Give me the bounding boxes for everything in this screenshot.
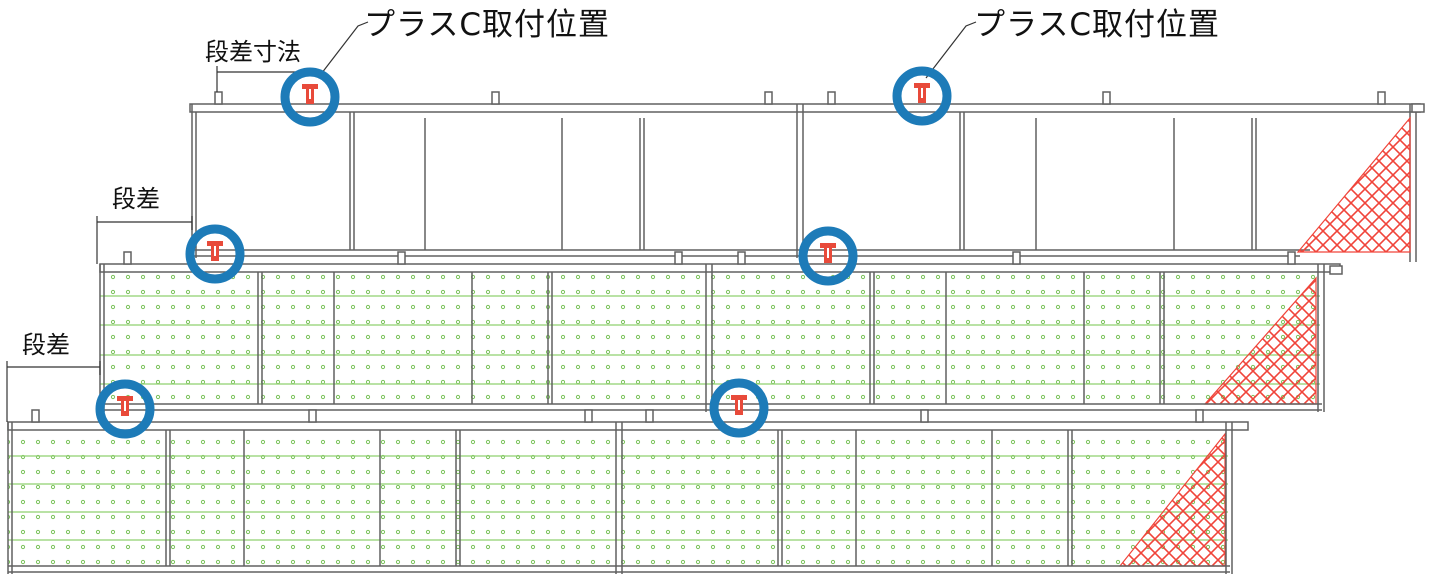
top-edge-net bbox=[1296, 116, 1411, 253]
plus-c-marker bbox=[892, 66, 952, 126]
plus-c-marker bbox=[280, 67, 340, 127]
step-lower-label: 段差 bbox=[22, 331, 70, 359]
middle-rail bbox=[99, 263, 1341, 273]
plus-c-marker bbox=[95, 379, 155, 439]
step-upper-label: 段差 bbox=[112, 185, 160, 213]
callout-label-right: プラスC取付位置 bbox=[974, 7, 1221, 43]
plus-c-marker bbox=[709, 378, 769, 438]
tier-middle bbox=[99, 251, 1343, 412]
top-rail bbox=[189, 103, 1421, 113]
callout-leader-right bbox=[925, 21, 977, 79]
step-dimension-label: 段差寸法 bbox=[205, 38, 301, 66]
markers bbox=[95, 66, 952, 439]
callout-label-left: プラスC取付位置 bbox=[364, 7, 611, 43]
plus-c-marker bbox=[798, 226, 858, 286]
bottom-rail bbox=[7, 421, 1249, 431]
tier-bottom bbox=[7, 409, 1249, 574]
callout-leader-left bbox=[317, 21, 369, 79]
plus-c-marker bbox=[185, 224, 245, 284]
dimension-lines bbox=[6, 21, 977, 422]
